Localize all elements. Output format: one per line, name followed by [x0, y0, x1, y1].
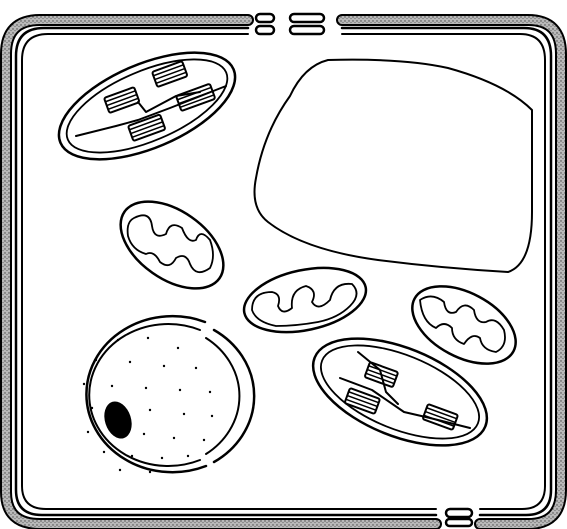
nucleolus	[100, 398, 136, 442]
chloroplast-bottom-right	[298, 317, 502, 468]
nucleus	[83, 316, 254, 473]
cell-wall	[6, 20, 561, 524]
plasmodesmata-gap-bottom	[446, 509, 472, 526]
mitochondrion-left	[105, 184, 239, 306]
plasmodesmata-gap-top-right	[290, 14, 324, 34]
central-vacuole	[255, 60, 533, 272]
mitochondrion-middle	[238, 258, 372, 342]
plasmodesmata-gap-top-left	[256, 14, 274, 34]
chloroplast-top-left	[44, 31, 250, 182]
cell-membrane	[16, 28, 551, 515]
mitochondrion-right	[400, 270, 529, 379]
